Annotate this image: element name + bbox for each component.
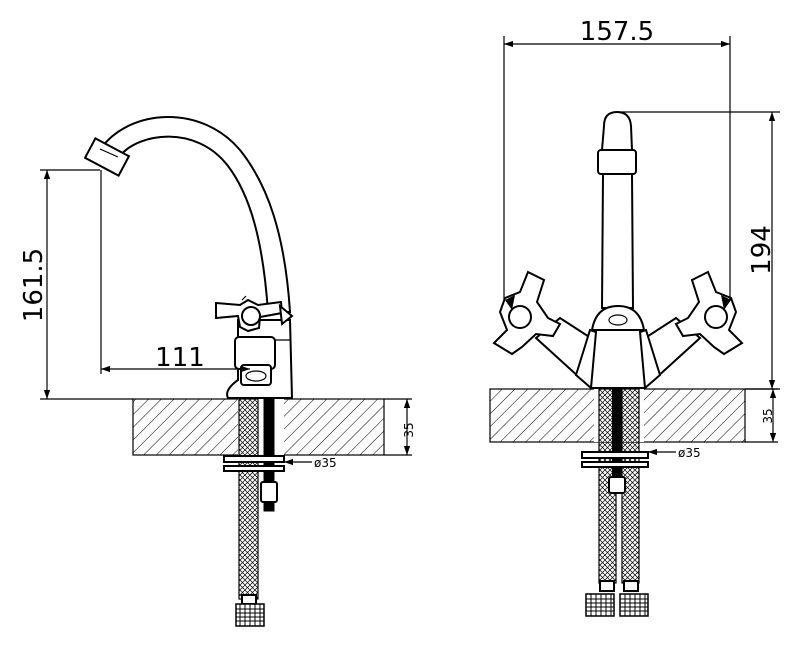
front-left-cross-handle bbox=[492, 270, 562, 356]
side-reach-label: 111 bbox=[155, 343, 205, 373]
side-hose-nut bbox=[235, 594, 265, 627]
side-aerator bbox=[83, 137, 131, 177]
front-threaded-rod bbox=[612, 389, 622, 479]
front-thickness-label: 35 bbox=[761, 408, 775, 423]
side-view: 35 161.5 111 bbox=[19, 116, 416, 627]
side-height-dimension: 161.5 bbox=[19, 169, 133, 400]
front-hose-nuts bbox=[585, 580, 649, 617]
front-width-label: 157.5 bbox=[580, 17, 654, 47]
front-thickness-dimension: 35 bbox=[745, 388, 778, 443]
front-mounting-plate: ø35 bbox=[581, 446, 701, 468]
front-collar bbox=[590, 304, 646, 331]
front-height-dimension: 194 bbox=[617, 111, 780, 390]
front-spout bbox=[600, 110, 634, 151]
side-thickness-dimension: 35 bbox=[384, 398, 416, 456]
front-view: 35 1 bbox=[489, 17, 780, 617]
side-mounting-plate: ø35 bbox=[223, 455, 337, 472]
side-hole-diameter-label: ø35 bbox=[314, 456, 337, 470]
front-hole-diameter-label: ø35 bbox=[678, 446, 701, 460]
side-spout bbox=[100, 116, 292, 313]
side-supply-hose bbox=[238, 398, 259, 600]
side-cross-handle bbox=[215, 295, 294, 333]
front-right-cross-handle bbox=[674, 270, 744, 356]
side-thickness-label: 35 bbox=[402, 422, 416, 437]
side-height-label: 161.5 bbox=[19, 248, 49, 322]
front-width-dimension: 157.5 bbox=[503, 17, 731, 300]
front-height-label: 194 bbox=[747, 225, 777, 275]
side-reach-dimension: 111 bbox=[100, 170, 250, 374]
